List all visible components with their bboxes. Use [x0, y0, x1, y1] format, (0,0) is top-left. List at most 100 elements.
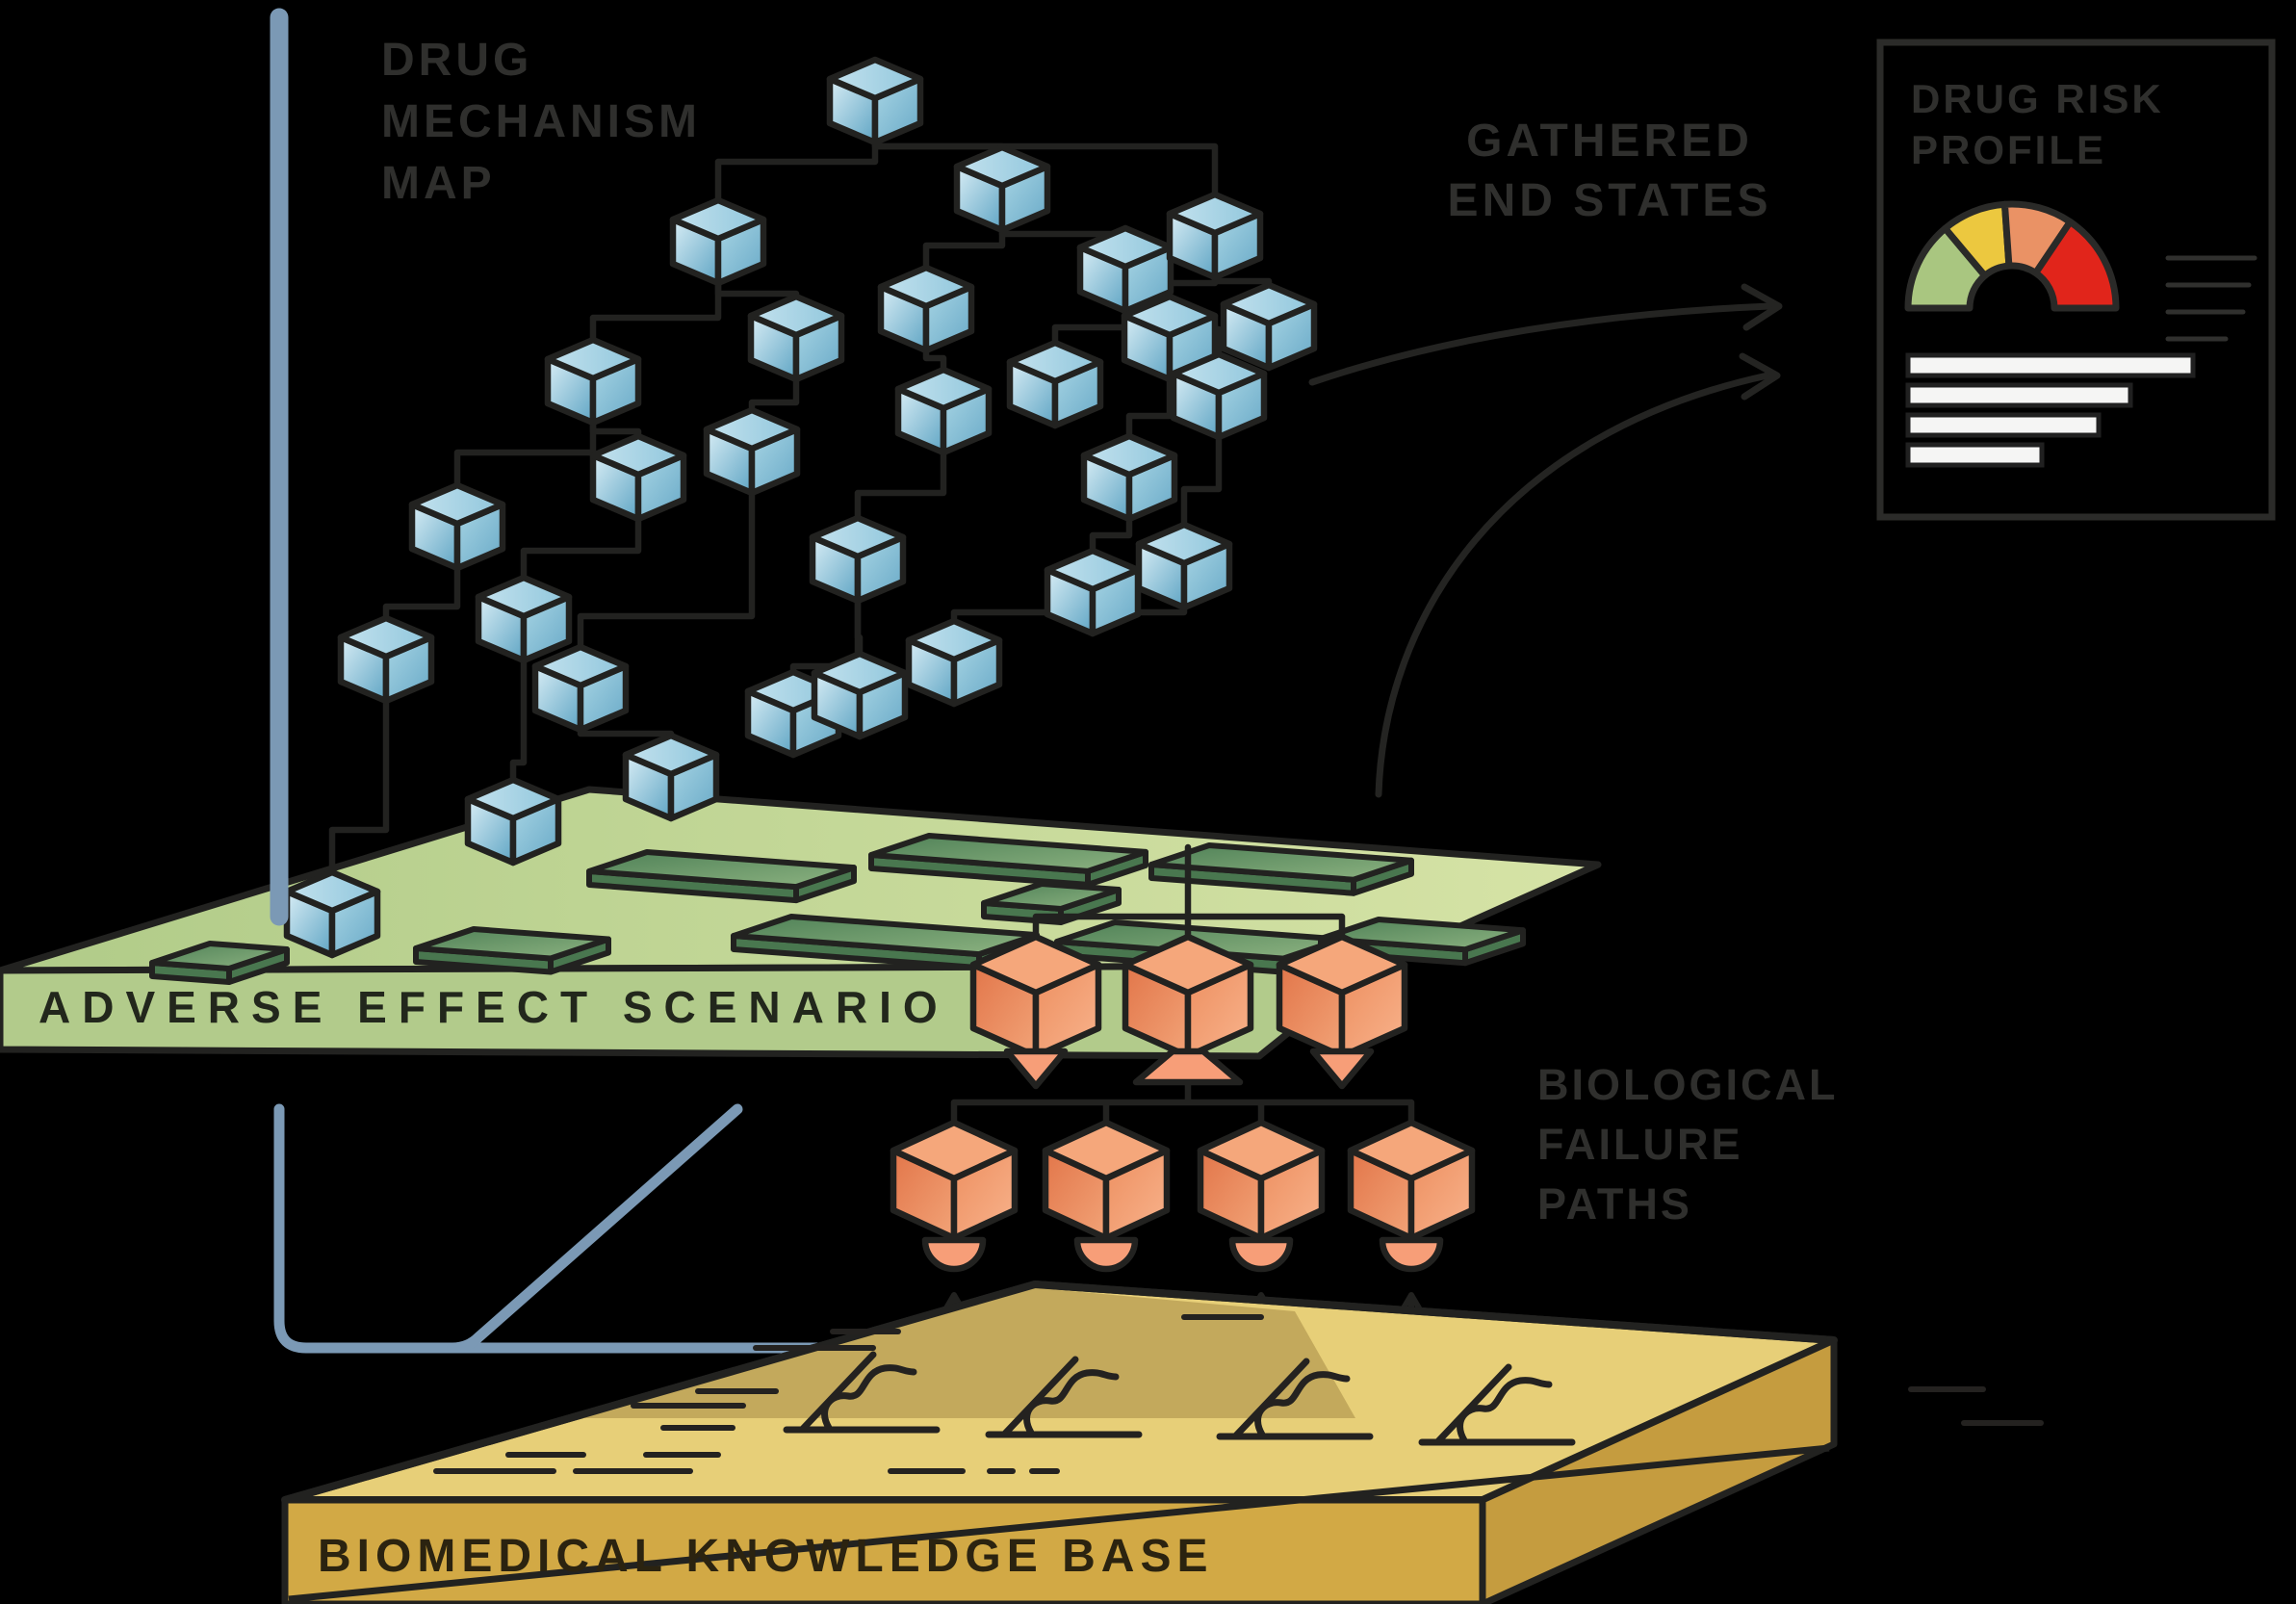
- cube-top-face: [811, 650, 909, 696]
- cube-top-face: [475, 574, 573, 620]
- cube-top-face: [283, 868, 381, 915]
- mechanism-map-label: DRUG: [381, 35, 532, 86]
- scenario-tile: [1148, 842, 1414, 896]
- glyph-diagonal: [1000, 1356, 1079, 1438]
- tree-edge: [1180, 433, 1223, 529]
- platform-top-outline: [283, 1281, 1835, 1504]
- mechanism-node-cube: [464, 776, 562, 867]
- tree-edge: [589, 279, 722, 344]
- failure-node-cube-lower: [1042, 1119, 1171, 1242]
- tree-edge: [1125, 375, 1174, 440]
- down-arrow-pointer: [1309, 1048, 1375, 1090]
- cube-top-face: [703, 406, 801, 453]
- gauge-segment-high: [2032, 218, 2120, 312]
- card-summary-bar: [1905, 352, 2196, 378]
- round-bottom-pointer: [1379, 1236, 1444, 1273]
- gathered-end-state-arrows: [1308, 283, 1783, 798]
- tree-edge: [453, 419, 597, 489]
- mechanism-node-cube: [669, 196, 767, 287]
- cube-top-face: [1042, 1119, 1171, 1182]
- end-state-arrow-lower: [1375, 372, 1771, 798]
- tree-edge: [382, 564, 461, 622]
- mechanism-node-cube: [747, 293, 845, 383]
- mechanism-node-cube: [1076, 224, 1174, 315]
- tree-edge: [509, 657, 528, 784]
- mechanism-node-cube: [337, 614, 435, 705]
- arrowhead-upper: [1741, 283, 1783, 331]
- cube-top-face: [890, 1119, 1019, 1182]
- cube-top-face: [1220, 281, 1318, 327]
- mechanism-node-cube: [531, 643, 630, 734]
- platform-bottom-edge: [288, 1444, 1830, 1603]
- glyph-sigmoid: [821, 1364, 917, 1432]
- biomedical-knowledge-base-label: BIOMEDICAL KNOWLEDGE BASE: [318, 1531, 1213, 1582]
- cube-top-face: [1347, 1119, 1476, 1182]
- mechanism-node-cube: [894, 366, 993, 456]
- tree-edge: [1211, 273, 1273, 289]
- cube-top-face: [894, 366, 993, 412]
- tree-edge: [922, 226, 1006, 272]
- tree-edge: [1051, 307, 1129, 347]
- card-summary-bar: [1905, 412, 2102, 438]
- tree-edge: [1089, 515, 1133, 555]
- mechanism-node-cube: [1220, 281, 1318, 372]
- curve-glyph: [1216, 1358, 1374, 1440]
- cube-top-face: [1044, 547, 1142, 593]
- round-bottom-pointer: [1073, 1236, 1139, 1273]
- mechanism-node-cube: [809, 514, 907, 605]
- tree-edge: [714, 139, 879, 204]
- round-bottom-pointer: [921, 1236, 987, 1273]
- down-arrow-pointer: [1003, 1048, 1069, 1090]
- tree-edge: [714, 279, 800, 300]
- mechanism-tree-cubes: [283, 56, 1318, 959]
- gathered-end-states-label: END STATES: [1448, 175, 1772, 226]
- glyph-diagonal: [1231, 1358, 1310, 1440]
- axis-diagonal-line: [447, 1103, 743, 1354]
- biological-failure-paths-label: BIOLOGICAL: [1537, 1060, 1838, 1109]
- gathered-end-states-label: GATHERED: [1466, 116, 1753, 167]
- mechanism-node-cube: [1135, 521, 1233, 611]
- mechanism-node-cube: [703, 406, 801, 497]
- biological-failure-paths-label: PATHS: [1537, 1179, 1692, 1229]
- card-summary-bar: [1905, 382, 2133, 408]
- cube-top-face: [1121, 293, 1219, 339]
- glyph-sigmoid: [1254, 1371, 1351, 1438]
- cube-top-face: [1080, 432, 1178, 479]
- tree-edge: [577, 489, 756, 651]
- cube-top-face: [1276, 933, 1408, 996]
- curve-glyph: [985, 1356, 1143, 1438]
- axis-corner-line: [273, 1103, 824, 1354]
- failure-node-cube-lower: [890, 1119, 1019, 1242]
- end-state-arrow-upper: [1308, 302, 1773, 386]
- tree-edge: [589, 419, 642, 440]
- mechanism-node-cube: [826, 56, 924, 146]
- cube-top-face: [669, 196, 767, 243]
- failure-node-cube-lower: [1347, 1119, 1476, 1242]
- axis-frame: [270, 8, 824, 1354]
- upper-bracket-rail: [1032, 913, 1346, 943]
- failure-path-assembly: [890, 843, 1476, 1392]
- glyph-diagonal: [1433, 1363, 1512, 1446]
- mechanism-node-cube: [475, 574, 573, 664]
- cube-top-face: [1197, 1119, 1326, 1182]
- cube-top-face: [589, 432, 687, 479]
- mechanism-node-cube: [589, 432, 687, 523]
- labels: DRUG MECHANISM MAP GATHERED END STATES A…: [39, 35, 2161, 1582]
- tree-edge: [854, 449, 947, 522]
- cube-top-face: [1122, 933, 1254, 996]
- mechanism-node-cube: [1006, 339, 1104, 429]
- cube-top-face: [1006, 339, 1104, 385]
- glyph-diagonal: [798, 1351, 877, 1434]
- cube-top-face: [464, 776, 562, 822]
- glyph-sigmoid: [1023, 1369, 1120, 1436]
- adverse-effect-scenario-label: ADVERSE EFFECT SCENARIO: [39, 982, 949, 1032]
- mechanism-node-cube: [622, 732, 720, 822]
- lower-bracket-rail: [950, 1099, 1415, 1126]
- platform-shadow: [578, 1287, 1355, 1418]
- failure-node-cube-upper: [1276, 933, 1408, 1060]
- cube-top-face: [1135, 521, 1233, 567]
- mechanism-node-cube: [544, 336, 642, 427]
- cube-top-face: [877, 264, 975, 310]
- mechanism-node-cube: [408, 481, 506, 572]
